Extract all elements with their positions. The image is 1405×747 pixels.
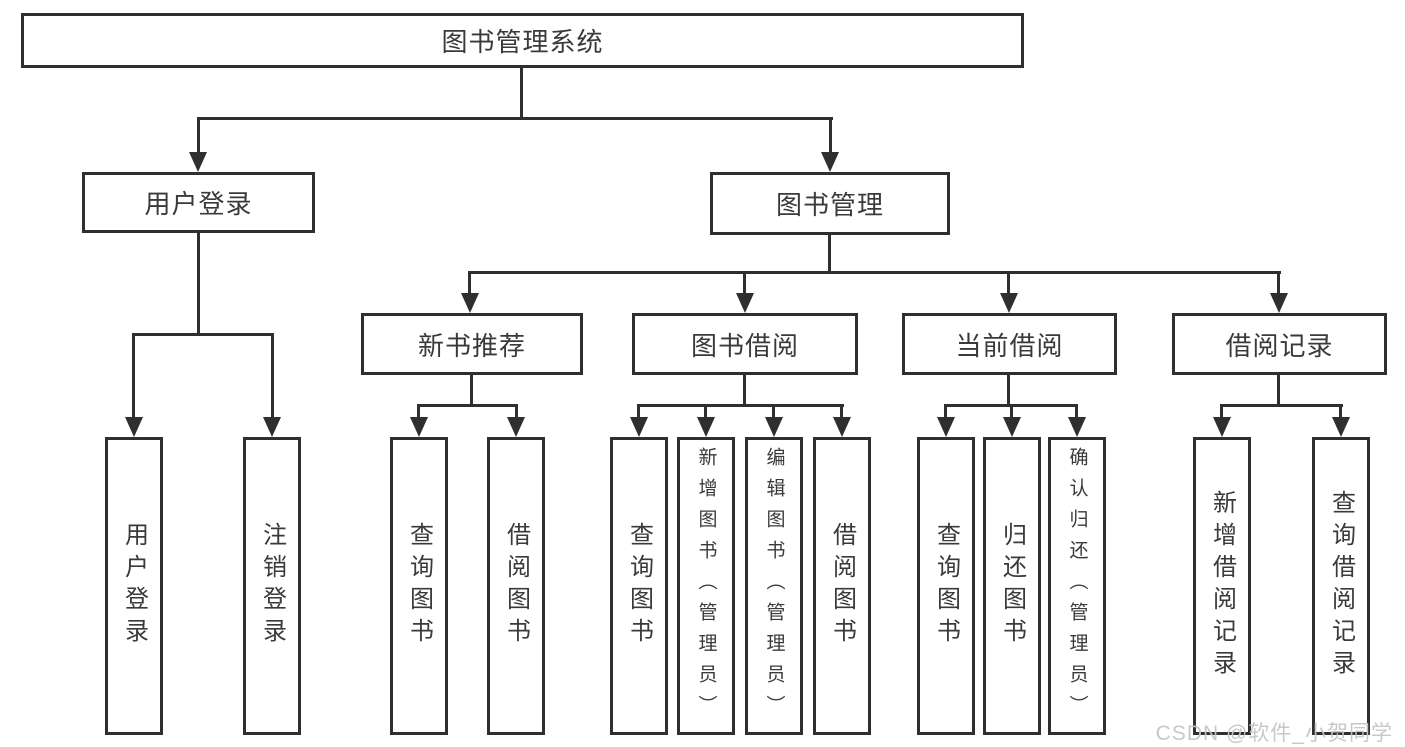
connector-line [470,375,473,407]
arrowhead-down-icon [1270,293,1288,313]
leaf-query-books-recommend: 查询图书 [390,437,448,735]
arrowhead-down-icon [507,417,525,437]
node-new-book-recommend: 新书推荐 [361,313,583,375]
arrowhead-down-icon [1068,417,1086,437]
arrowhead-down-icon [461,293,479,313]
node-user-login: 用户登录 [82,172,315,233]
connector-line [840,404,843,419]
arrowhead-down-icon [937,417,955,437]
connector-line [1010,404,1013,419]
leaf-add-borrow-record: 新增借阅记录 [1193,437,1251,735]
connector-line [468,271,471,295]
connector-line [772,404,775,419]
connector-line [1075,404,1078,419]
connector-line [743,375,746,407]
connector-line [515,404,518,419]
connector-line [1007,375,1010,407]
node-book-management: 图书管理 [710,172,950,235]
arrowhead-down-icon [1003,417,1021,437]
connector-line [1007,271,1010,295]
connector-line [132,333,135,417]
arrowhead-down-icon [263,417,281,437]
node-borrowing-records: 借阅记录 [1172,313,1387,375]
connector-line [1277,375,1280,407]
connector-line [637,404,640,419]
leaf-query-books-borrowing: 查询图书 [610,437,668,735]
arrowhead-down-icon [1213,417,1231,437]
leaf-borrow-books-recommend: 借阅图书 [487,437,545,735]
arrowhead-down-icon [630,417,648,437]
leaf-user-login: 用户登录 [105,437,163,735]
arrowhead-down-icon [189,152,207,172]
connector-line [417,404,420,419]
node-current-borrowing: 当前借阅 [902,313,1117,375]
connector-line [418,404,518,407]
connector-line [1220,404,1223,419]
arrowhead-down-icon [736,293,754,313]
connector-line [132,333,274,336]
connector-line [271,333,274,417]
arrowhead-down-icon [1000,293,1018,313]
connector-line [743,271,746,295]
connector-line [1277,271,1280,295]
arrowhead-down-icon [125,417,143,437]
connector-line [197,117,833,120]
leaf-return-books: 归还图书 [983,437,1041,735]
leaf-edit-book-admin: 编辑图书（管理员） [745,437,803,735]
arrowhead-down-icon [833,417,851,437]
arrowhead-down-icon [821,152,839,172]
arrowhead-down-icon [410,417,428,437]
node-book-borrowing: 图书借阅 [632,313,858,375]
connector-line [829,117,832,154]
connector-line [944,404,947,419]
connector-line [828,235,831,274]
leaf-borrow-books: 借阅图书 [813,437,871,735]
connector-line [1221,404,1343,407]
leaf-logout: 注销登录 [243,437,301,735]
leaf-confirm-return-admin: 确认归还（管理员） [1048,437,1106,735]
arrowhead-down-icon [697,417,715,437]
connector-line [197,117,200,154]
leaf-query-books-current: 查询图书 [917,437,975,735]
connector-line [197,233,200,336]
connector-line [704,404,707,419]
node-root-system: 图书管理系统 [21,13,1024,68]
connector-line [520,68,523,120]
connector-line [1339,404,1342,419]
arrowhead-down-icon [1332,417,1350,437]
leaf-query-borrow-record: 查询借阅记录 [1312,437,1370,735]
leaf-add-book-admin: 新增图书（管理员） [677,437,735,735]
connector-line [468,271,1281,274]
arrowhead-down-icon [765,417,783,437]
connector-line [638,404,844,407]
csdn-watermark: CSDN @软件_小贺同学 [1155,722,1393,745]
